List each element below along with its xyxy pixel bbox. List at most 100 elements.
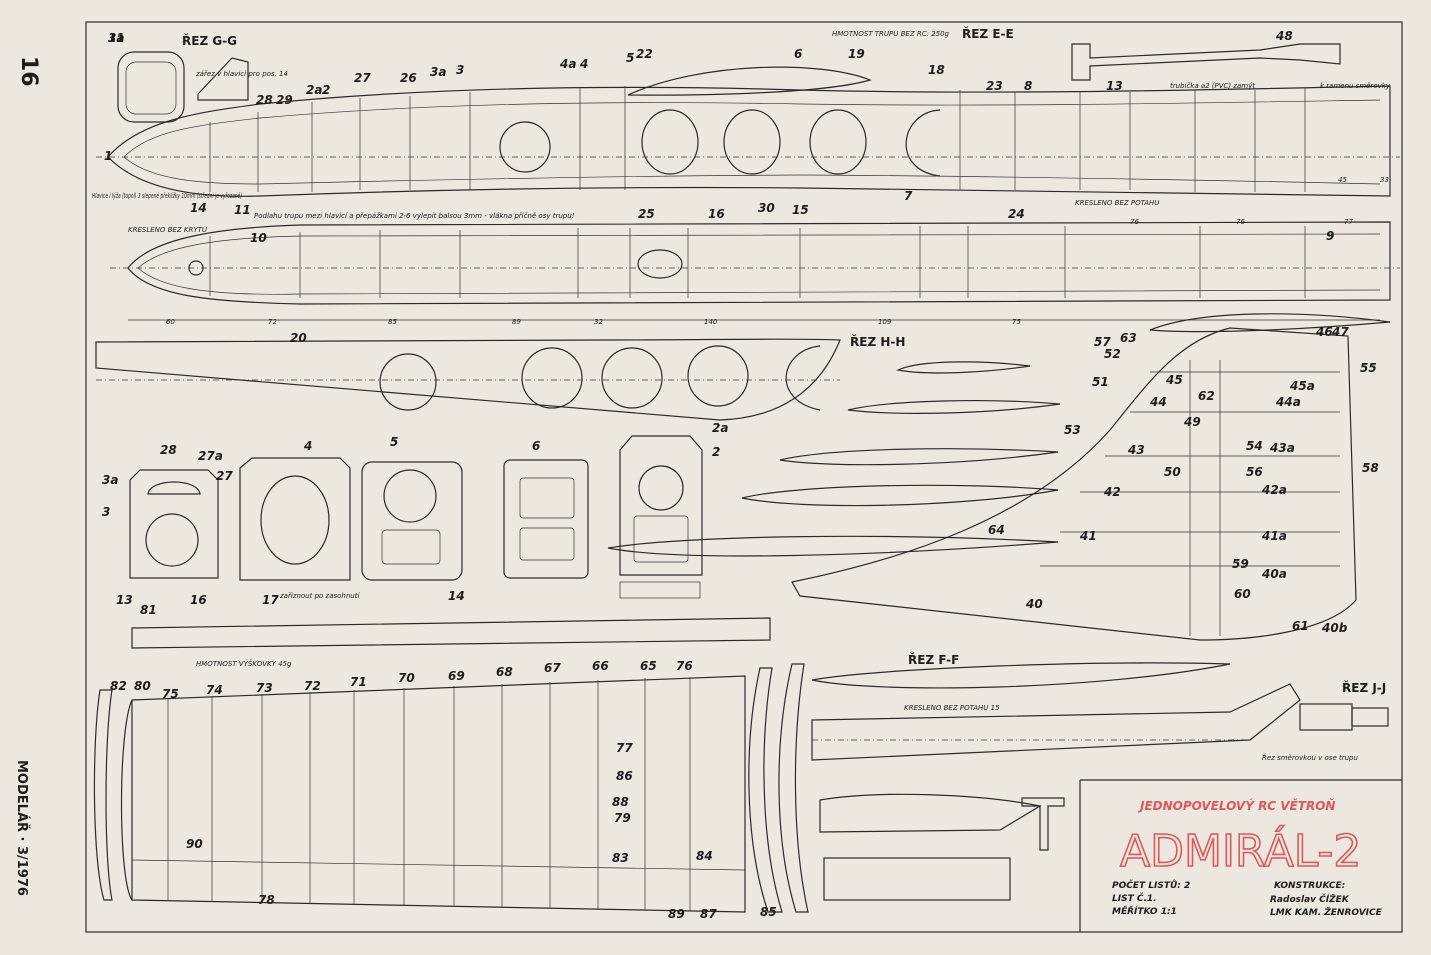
fuselage-verticals xyxy=(209,86,1306,192)
part-number: 62 xyxy=(1198,389,1215,403)
part-number: 81 xyxy=(140,603,157,617)
part-number: 22 xyxy=(636,47,653,61)
horizontal-stabilizer xyxy=(93,663,809,913)
section-j-j xyxy=(1299,703,1389,731)
part-number: 68 xyxy=(496,665,513,679)
part-number: 45 xyxy=(1165,373,1183,387)
part-number: 73 xyxy=(256,681,273,695)
formers xyxy=(129,435,703,581)
part-number: 44 xyxy=(1149,395,1167,409)
part-number: 24 xyxy=(1008,207,1025,221)
section-g-g xyxy=(117,51,249,123)
no-cover-note-2: KRESLENO BEZ POTAHU 15 xyxy=(904,704,1000,712)
part-number: 4a xyxy=(559,57,576,71)
page-number: 16 xyxy=(16,56,41,87)
part-number: 90 xyxy=(186,837,203,851)
part-number: 51 xyxy=(1092,375,1109,389)
part-number: 74 xyxy=(206,683,223,697)
part-number: 76 xyxy=(676,659,693,673)
part-number: 66 xyxy=(592,659,609,673)
part-number: 71 xyxy=(350,675,367,689)
fuselage-top-view xyxy=(110,221,1400,321)
part-number: 47 xyxy=(1331,325,1349,339)
dimension-value: 76 xyxy=(1236,218,1245,226)
part-number: 25 xyxy=(638,207,655,221)
part-number: 80 xyxy=(134,679,151,693)
fuselage-doubler xyxy=(95,338,841,421)
part-number: 40 xyxy=(1025,597,1043,611)
part-number: 44a xyxy=(1275,395,1301,409)
plan-subtitle: JEDNOPOVELOVÝ RC VĚTROŇ xyxy=(1138,798,1335,813)
dimension-value: 33 xyxy=(1380,176,1389,184)
part-number: 82 xyxy=(110,679,127,693)
part-number: 40b xyxy=(1321,621,1348,635)
part-number: 86 xyxy=(616,769,633,783)
part-number: 16 xyxy=(190,593,207,607)
part-number: 58 xyxy=(1362,461,1379,475)
part-number: 27a xyxy=(198,449,223,463)
dimension-value: 72 xyxy=(268,318,277,326)
part-number: 28 xyxy=(160,443,177,457)
no-cover-note: KRESLENO BEZ POTAHU xyxy=(1075,199,1159,207)
part-number: 31 xyxy=(108,31,125,45)
part-number: 55 xyxy=(1360,361,1377,375)
part-number: 77 xyxy=(616,741,633,755)
part-number: 8 xyxy=(1024,79,1032,93)
part-number: 13 xyxy=(1106,79,1123,93)
designer-name: Radoslav ČÍŽEK xyxy=(1270,893,1350,905)
sand-note: zařiznout po zasohnutí xyxy=(279,592,360,600)
part-number: 23 xyxy=(986,79,1003,93)
plan-title: ADMIRÁL-2 xyxy=(1120,824,1361,877)
section-f-f xyxy=(811,662,1301,761)
magazine-name: MODELÁŘ · 3/1976 xyxy=(14,760,30,896)
part-number: 59 xyxy=(1232,557,1249,571)
part-number: 3a xyxy=(430,65,446,79)
fuselage-side-view xyxy=(96,66,1400,197)
part-number: 67 xyxy=(544,661,561,675)
part-number: 78 xyxy=(258,893,275,907)
part-number: 53 xyxy=(1064,423,1081,437)
part-number: 2 xyxy=(712,445,720,459)
part-number: 14 xyxy=(190,201,207,215)
section-e-e-label: ŘEZ E-E xyxy=(962,26,1014,41)
part-number: 41a xyxy=(1261,529,1287,543)
section-f-f-label: ŘEZ F-F xyxy=(908,652,959,667)
part-number: 40a xyxy=(1261,567,1287,581)
part-number: 43a xyxy=(1269,441,1295,455)
sheet-number: LIST Č.1. xyxy=(1112,893,1157,904)
part-number: 60 xyxy=(1234,587,1251,601)
part-number: 19 xyxy=(848,47,865,61)
tail-ribs xyxy=(607,361,1061,557)
part-number: 70 xyxy=(398,671,415,685)
part-number: 87 xyxy=(700,907,717,921)
part-number: 75 xyxy=(162,687,179,701)
construction-label: KONSTRUKCE: xyxy=(1274,881,1345,891)
part-number: 61 xyxy=(1292,619,1309,633)
leading-edge-strip xyxy=(131,617,771,649)
dimension-value: 77 xyxy=(1344,218,1353,226)
part-number: 84 xyxy=(696,849,713,863)
part-number: 1 xyxy=(104,149,112,163)
part-number: 72 xyxy=(304,679,321,693)
part-number: 3a xyxy=(102,473,118,487)
part-number: 6 xyxy=(794,47,802,61)
head-note: Hlavice i lýža (topol) 3 slepené překliž… xyxy=(92,192,242,200)
part-number: 64 xyxy=(988,523,1005,537)
part-number: 9 xyxy=(1326,229,1334,243)
part-number: 4 xyxy=(303,439,312,453)
dimension-value: 89 xyxy=(512,318,521,326)
part-number: 2a xyxy=(712,421,728,435)
tube-note: trubička ⌀2 (PVC) zamýt xyxy=(1170,82,1255,90)
part-number: 3 xyxy=(456,63,464,77)
part-number: 5 xyxy=(626,51,634,65)
dimension-value: 140 xyxy=(704,318,718,326)
part-number: 28 xyxy=(256,93,273,107)
rudder-axis-note: Řez směrovkou v ose trupu xyxy=(1262,753,1358,762)
part-number: 27 xyxy=(354,71,371,85)
part-number: 7 xyxy=(904,189,913,203)
dimension-value: 109 xyxy=(878,318,892,326)
section-j-j-label: ŘEZ J-J xyxy=(1342,680,1386,695)
part-number: 89 xyxy=(668,907,685,921)
